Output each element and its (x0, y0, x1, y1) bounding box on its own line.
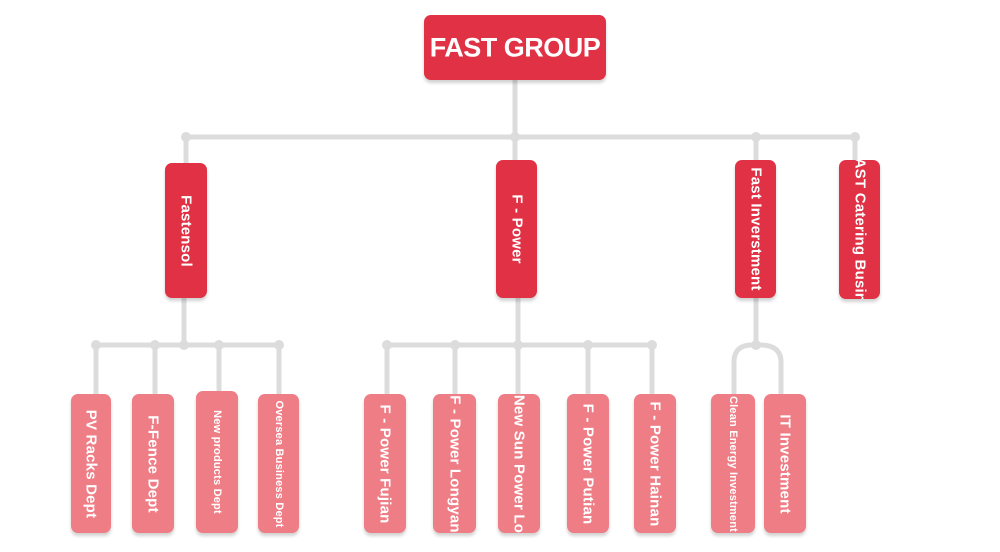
joint-fpower-2 (450, 340, 460, 350)
joint-fpower-4 (583, 340, 593, 350)
department-node-pv-racks: PV Racks Dept (71, 394, 111, 533)
department-label: IT Investment (776, 413, 794, 514)
joint-fastensol-2 (150, 340, 160, 350)
department-node-fpower-longyan: F - Power Longyan (433, 394, 476, 533)
department-label: F - Power Fujian (376, 403, 394, 524)
department-label: New products Dept (211, 410, 223, 514)
department-label: F - Power Hainan (646, 401, 664, 526)
department-node-fpower-hainan: F - Power Hainan (634, 394, 676, 533)
joint-fastensol-5 (274, 340, 284, 350)
division-node-fastensol: Fastensol (165, 163, 207, 298)
division-node-fast-investment: Fast Inverstment (735, 160, 776, 298)
department-label: F-Fence Dept (144, 414, 162, 513)
division-label: FAST Catering Busine (851, 160, 868, 299)
division-label: F - Power (508, 194, 525, 264)
joint-level1-center (510, 132, 520, 142)
root-node: FAST GROUP (424, 15, 606, 80)
division-node-f-power: F - Power (496, 160, 537, 298)
division-node-fast-catering: FAST Catering Busine (839, 160, 880, 299)
department-node-f-fence: F-Fence Dept (132, 394, 174, 533)
division-label: Fastensol (177, 194, 195, 267)
connector-investment-arc (731, 342, 784, 398)
department-label: Oversea Business Dept (272, 399, 285, 528)
department-node-fpower-putian: F - Power Putian (567, 394, 609, 533)
department-node-it-investment: IT Investment (764, 394, 806, 533)
joint-fastensol-1 (91, 340, 101, 350)
department-node-oversea: Oversea Business Dept (258, 394, 299, 533)
department-node-new-sun-power: New Sun Power Lo (498, 394, 540, 533)
department-label: New Sun Power Lo (510, 394, 528, 533)
joint-level1-left (181, 132, 191, 142)
department-label: PV Racks Dept (82, 409, 100, 518)
root-label: FAST GROUP (429, 32, 601, 62)
joint-fpower-1 (382, 340, 392, 350)
joint-fpower-5 (647, 340, 657, 350)
division-label: Fast Inverstment (747, 167, 764, 291)
joint-investment (751, 340, 761, 350)
department-label: F - Power Longyan (446, 394, 463, 533)
department-label: F - Power Putian (579, 403, 597, 524)
connector-joints (91, 132, 860, 350)
department-node-clean-energy: Clean Energy Investment (711, 394, 755, 533)
department-node-fpower-fujian: F - Power Fujian (364, 394, 406, 533)
joint-level1-right (850, 132, 860, 142)
joint-fastensol-4 (214, 340, 224, 350)
joint-fastensol-3 (179, 340, 189, 350)
department-node-new-products: New products Dept (196, 391, 238, 533)
department-label: Clean Energy Investment (727, 395, 739, 532)
joint-fpower-3 (513, 340, 523, 350)
joint-level1-investment (751, 132, 761, 142)
